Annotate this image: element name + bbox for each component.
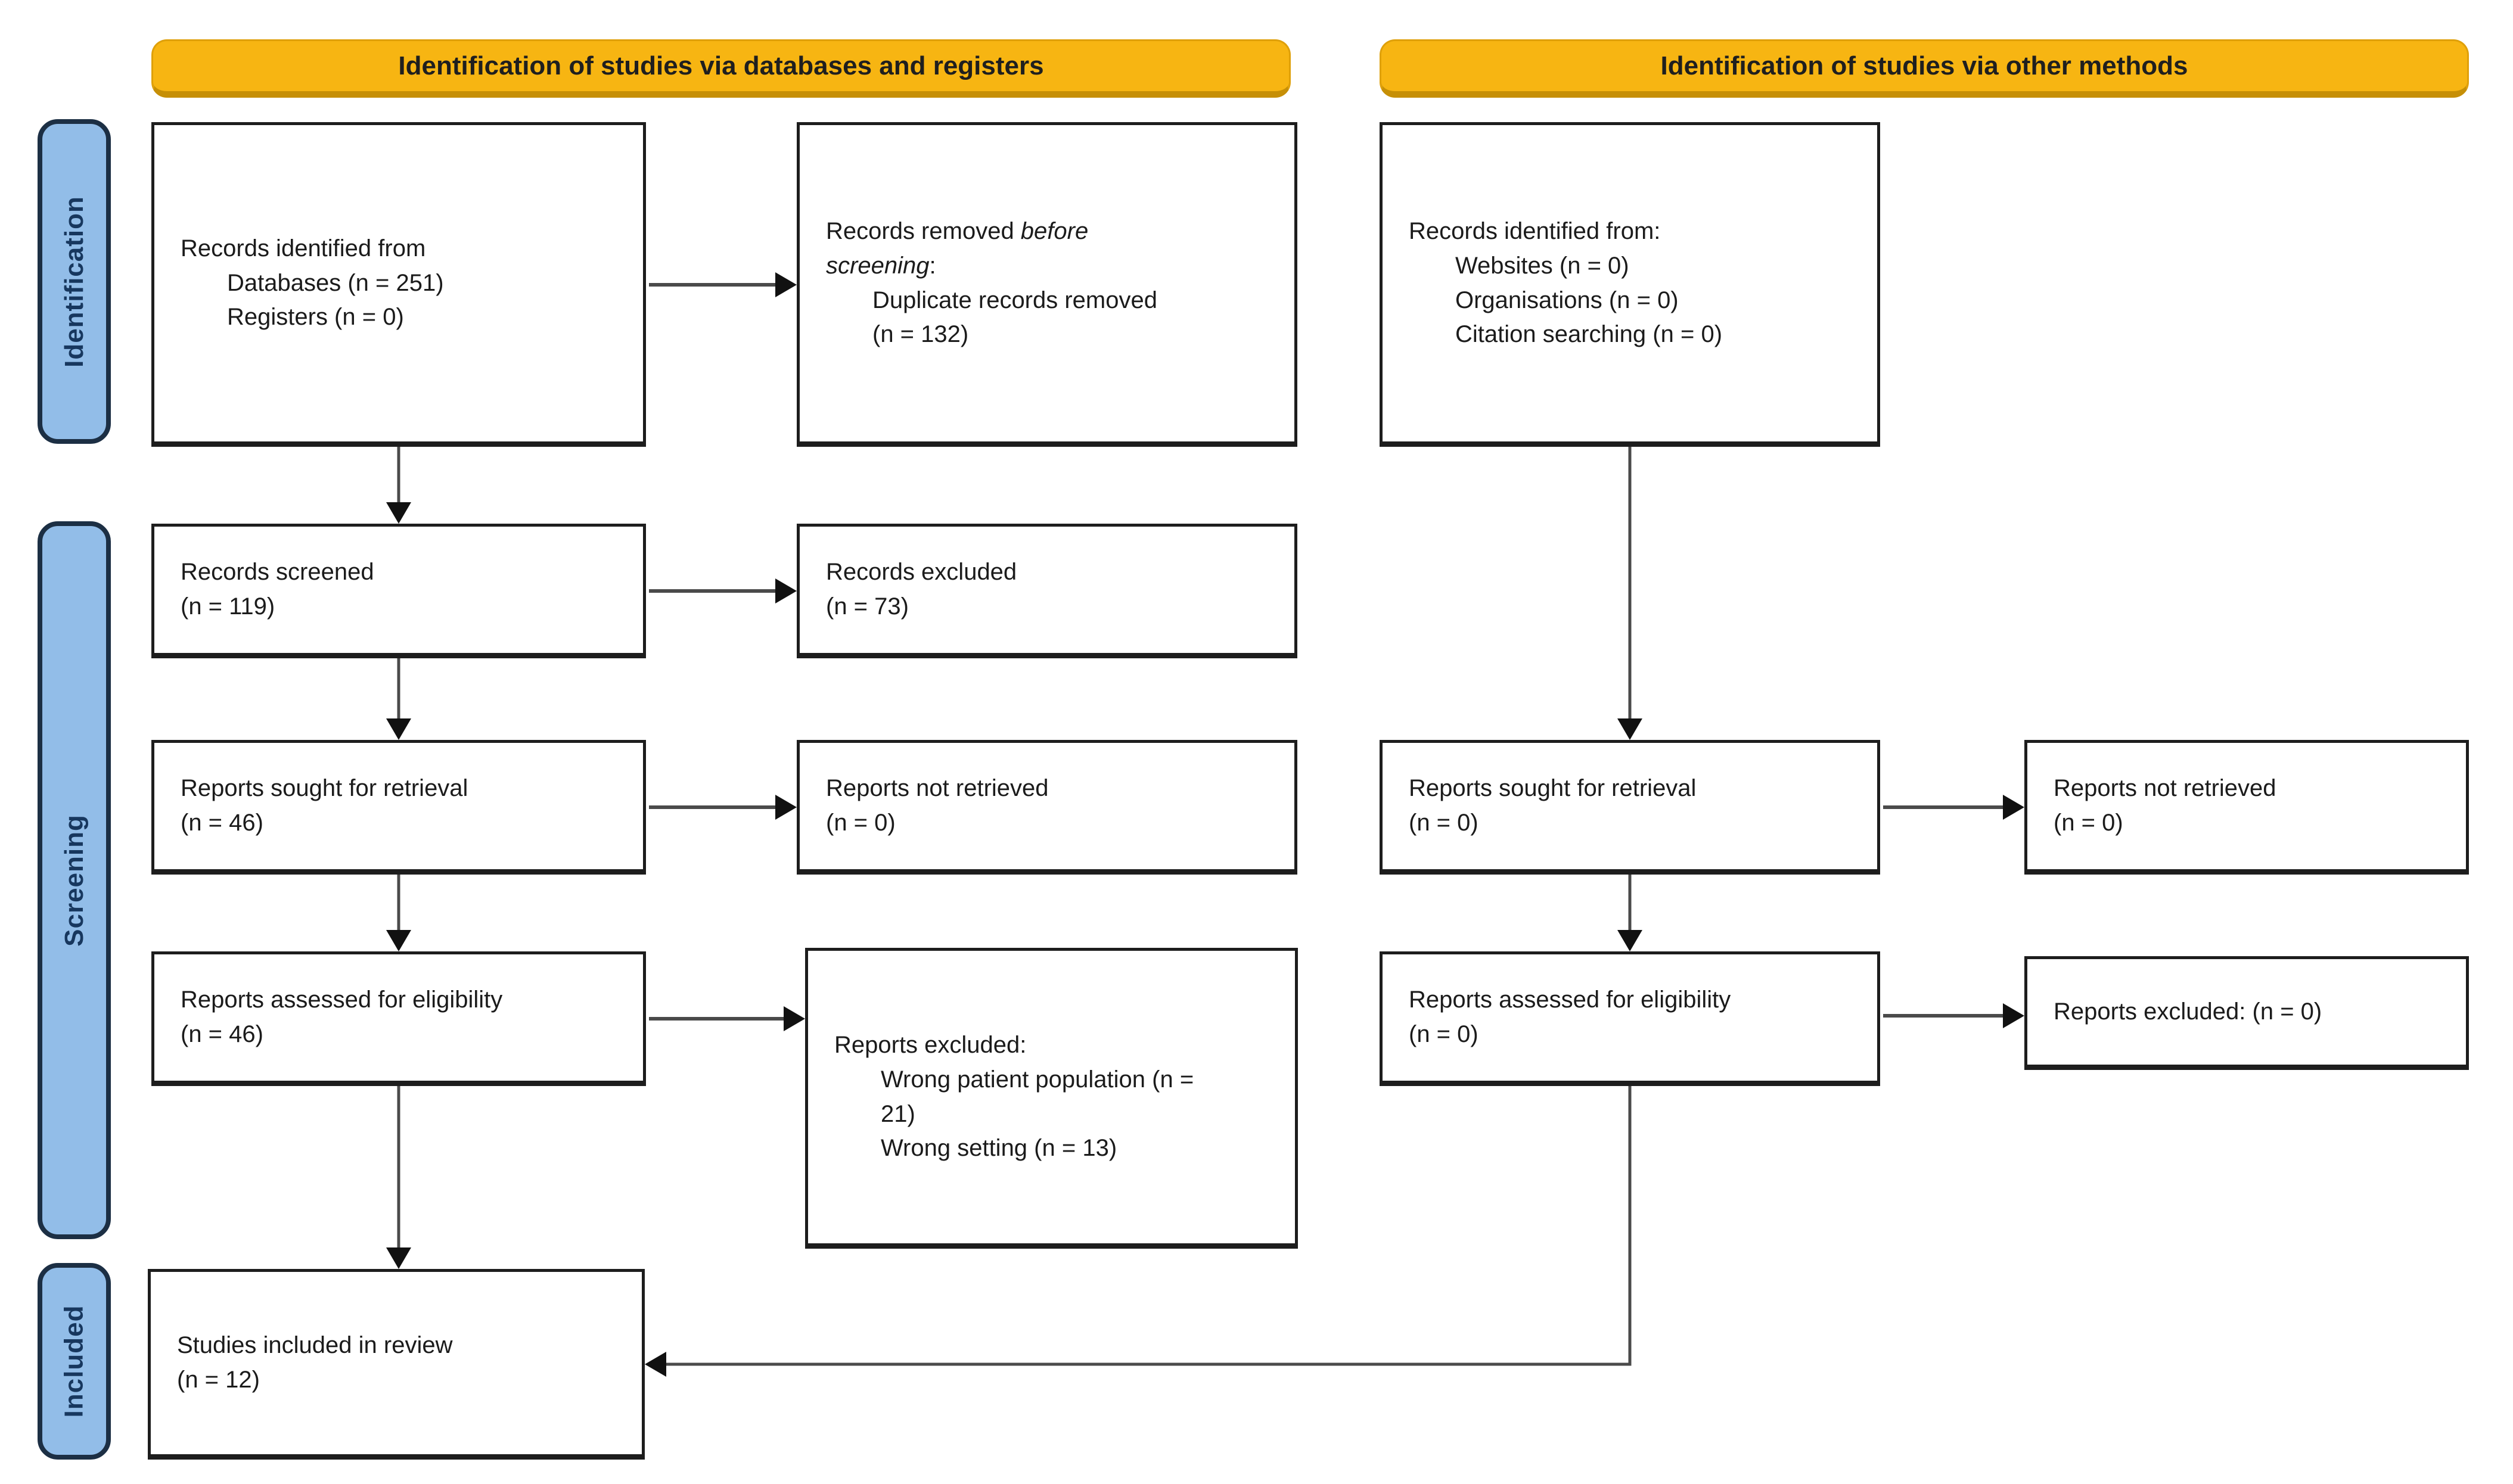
sidebar-stage-identification: Identification [38, 119, 111, 444]
arrowhead-assessed-to-included [386, 1247, 411, 1269]
banner-other-methods: Identification of studies via other meth… [1380, 39, 2469, 98]
arrowhead-assessedright-to-included [645, 1352, 666, 1377]
arrowhead-sought-to-notretrieved-left [775, 795, 797, 820]
arrowhead-identified-to-removed [775, 272, 797, 297]
box-reports-excluded-left: Reports excluded:Wrong patient populatio… [805, 948, 1298, 1249]
box-reports-assessed-left: Reports assessed for eligibility(n = 46) [151, 951, 646, 1086]
banner-databases-registers: Identification of studies via databases … [151, 39, 1291, 98]
box-reports-not-retrieved-right: Reports not retrieved(n = 0) [2024, 740, 2469, 875]
arrowhead-otheridentified-to-sought [1617, 718, 1642, 740]
arrowhead-sought-to-notretrieved-right [2003, 795, 2024, 820]
box-reports-excluded-right: Reports excluded: (n = 0) [2024, 956, 2469, 1070]
box-reports-assessed-right: Reports assessed for eligibility(n = 0) [1380, 951, 1880, 1086]
arrowhead-screened-to-sought [386, 718, 411, 740]
box-records-excluded: Records excluded(n = 73) [797, 524, 1297, 658]
arrowhead-identified-to-screened [386, 502, 411, 524]
box-reports-not-retrieved-left: Reports not retrieved(n = 0) [797, 740, 1297, 875]
box-reports-sought-right: Reports sought for retrieval(n = 0) [1380, 740, 1880, 875]
arrowhead-sought-to-assessed-right [1617, 930, 1642, 951]
sidebar-stage-screening-label: Screening [59, 814, 89, 947]
arrowhead-sought-to-assessed-left [386, 930, 411, 951]
sidebar-stage-included: Included [38, 1263, 111, 1460]
box-reports-sought-left: Reports sought for retrieval(n = 46) [151, 740, 646, 875]
sidebar-stage-identification-label: Identification [59, 195, 89, 368]
box-records-identified-other: Records identified from:Websites (n = 0)… [1380, 122, 1880, 447]
box-records-screened: Records screened(n = 119) [151, 524, 646, 658]
sidebar-stage-screening: Screening [38, 521, 111, 1239]
arrowhead-screened-to-excluded [775, 578, 797, 603]
arrowhead-assessed-to-excluded-left [784, 1006, 805, 1031]
arrowhead-assessed-to-excluded-right [2003, 1003, 2024, 1028]
sidebar-stage-included-label: Included [59, 1305, 89, 1418]
box-studies-included: Studies included in review(n = 12) [148, 1269, 645, 1460]
